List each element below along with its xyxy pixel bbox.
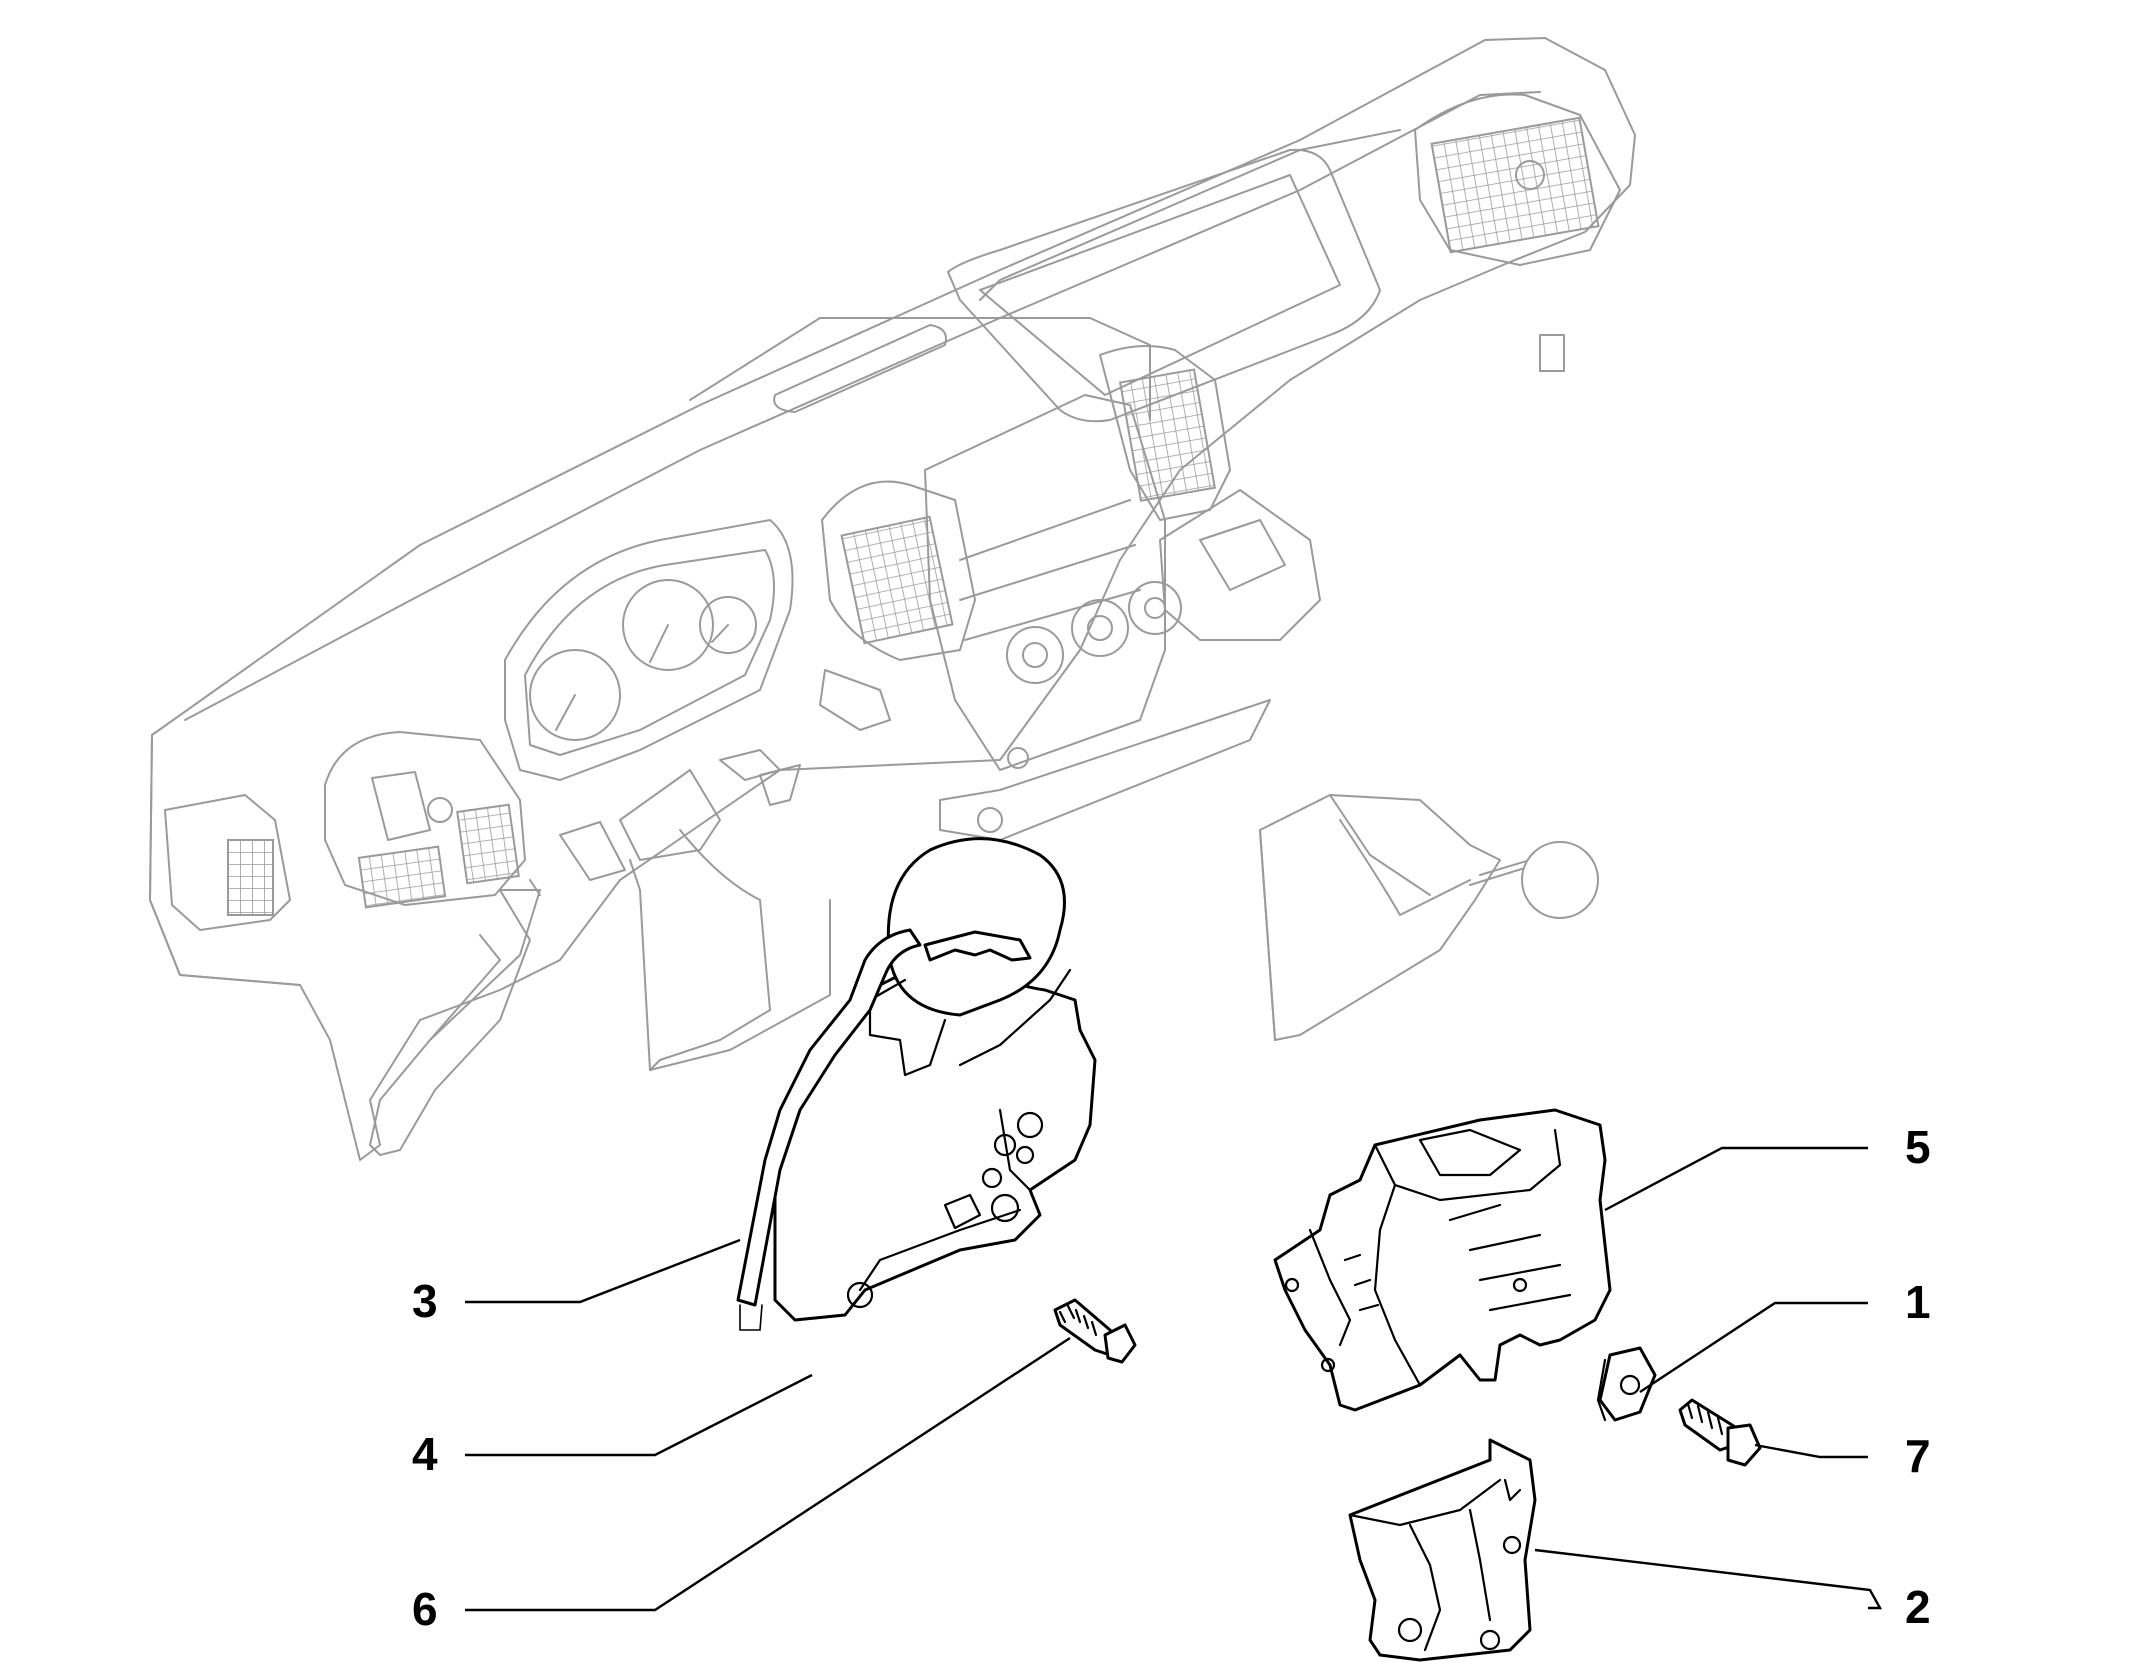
leader-3 — [465, 1238, 741, 1304]
leader-1 — [1639, 1301, 1868, 1394]
callout-3: 3 — [412, 1275, 438, 1327]
leader-5 — [1604, 1146, 1868, 1212]
leader-7 — [1754, 1443, 1868, 1459]
part-lower-shroud — [1273, 1108, 1612, 1412]
callout-5: 5 — [1905, 1121, 1931, 1173]
callout-7: 7 — [1905, 1430, 1931, 1482]
callout-labels: 3 4 6 5 1 7 2 — [412, 1121, 1931, 1635]
callout-1: 1 — [1905, 1276, 1931, 1328]
part-screw-7 — [1678, 1398, 1762, 1467]
leader-4 — [465, 1373, 813, 1457]
leader-lines — [465, 1146, 1883, 1612]
dashboard-context — [149, 37, 1636, 1161]
callout-2: 2 — [1905, 1581, 1931, 1633]
leader-6 — [465, 1336, 1071, 1612]
callout-6: 6 — [412, 1583, 438, 1635]
part-screw-6 — [1053, 1298, 1137, 1364]
part-lower-bracket — [1348, 1438, 1537, 1662]
leader-2 — [1534, 1548, 1883, 1610]
part-steering-column-cover — [736, 837, 1097, 1331]
part-clip-1 — [1596, 1346, 1657, 1422]
gear-boot-context — [1259, 794, 1599, 1041]
callout-4: 4 — [412, 1428, 438, 1480]
